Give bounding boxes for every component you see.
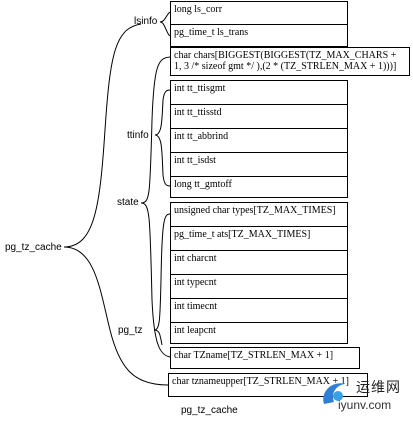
field-types: unsigned char types[TZ_MAX_TIMES] — [170, 202, 348, 227]
field-ats: pg_time_t ats[TZ_MAX_TIMES] — [170, 226, 348, 251]
root-to-lsinfo-line — [63, 23, 142, 248]
field-chars: char chars[BIGGEST(BIGGEST(TZ_MAX_CHARS … — [170, 47, 410, 76]
root-to-tznameupper-line — [63, 246, 169, 386]
field-timecnt: int timecnt — [170, 298, 348, 323]
field-tt-isdst: int tt_isdst — [170, 152, 348, 177]
ttinfo-label: ttinfo — [127, 130, 149, 141]
pg-tz-label: pg_tz — [118, 325, 143, 336]
field-tzname: char TZname[TZ_STRLEN_MAX + 1] — [170, 347, 360, 369]
ttinfo-brace-top — [154, 89, 171, 136]
lsinfo-brace-bottom — [159, 21, 171, 37]
pgtz-brace-bottom — [153, 329, 163, 346]
field-tt-ttisstd: int tt_ttisstd — [170, 104, 348, 129]
state-label: state — [117, 197, 139, 208]
field-charcnt: int charcnt — [170, 250, 348, 275]
diagram-caption: pg_tz_cache — [181, 405, 238, 416]
field-ls-trans: pg_time_t ls_trans — [170, 24, 348, 47]
watermark-swoosh-icon — [323, 383, 346, 404]
watermark-url-text: iyunv.com — [338, 398, 392, 412]
field-tt-ttisgmt: int tt_ttisgmt — [170, 80, 348, 105]
watermark-cn-text: 运维网 — [356, 380, 401, 396]
ttinfo-brace-bottom — [154, 134, 171, 187]
watermark-logo: 运维网 iyunv.com — [318, 374, 410, 418]
state-to-tzname-line — [140, 202, 171, 358]
state-to-chars-line — [140, 56, 171, 204]
field-leapcnt: int leapcnt — [170, 322, 348, 344]
root-label: pg_tz_cache — [5, 242, 62, 253]
lsinfo-label: lsinfo — [134, 16, 158, 27]
field-typecnt: int typecnt — [170, 274, 348, 299]
field-ls-corr: long ls_corr — [170, 1, 348, 25]
lsinfo-brace-top — [159, 11, 171, 23]
pgtz-brace-top — [153, 213, 171, 331]
field-tt-gmtoff: long tt_gmtoff — [170, 176, 348, 198]
field-tt-abbrind: int tt_abbrind — [170, 128, 348, 153]
